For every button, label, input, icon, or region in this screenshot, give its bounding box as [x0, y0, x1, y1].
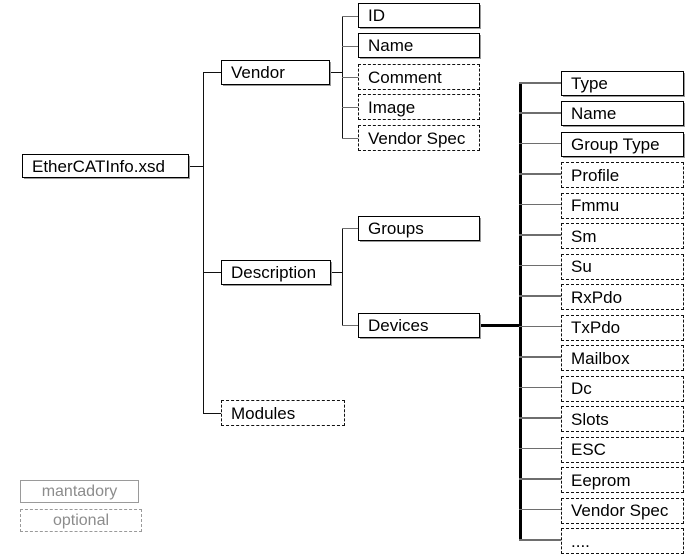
node-device-txpdo[interactable]: TxPdo: [561, 314, 684, 341]
node-device-sm[interactable]: Sm: [561, 223, 684, 249]
connector-devices-child-4: [519, 203, 563, 206]
connector-vendor-child-2: [341, 76, 359, 79]
connector-devices-child-13: [519, 478, 563, 480]
node-label: ESC: [571, 440, 606, 459]
connector-devices-child-12: [519, 447, 563, 450]
connector-devices-stub: [480, 323, 522, 327]
node-label: Type: [571, 74, 608, 93]
connector-devices-child-15: [519, 539, 563, 541]
node-label: EtherCATInfo.xsd: [32, 156, 165, 176]
node-device-type[interactable]: Type: [561, 71, 684, 96]
node-device-su[interactable]: Su: [561, 253, 684, 280]
connector-root-stub: [188, 165, 204, 168]
connector-trunk-to-vendor: [202, 71, 222, 74]
node-device-fmmu[interactable]: Fmmu: [561, 192, 684, 219]
connector-trunk-to-modules: [202, 412, 222, 415]
legend-label: optional: [52, 511, 110, 529]
node-vendor-comment[interactable]: Comment: [358, 64, 480, 90]
connector-devices-child-9: [519, 356, 563, 358]
node-label: Modules: [231, 403, 296, 423]
node-label: ID: [368, 6, 385, 25]
connector-devices-child-3: [519, 173, 563, 175]
node-device-esc[interactable]: ESC: [561, 436, 684, 463]
node-modules[interactable]: Modules: [221, 400, 345, 426]
node-label: Group Type: [571, 134, 660, 154]
node-label: Slots: [571, 409, 609, 429]
connector-devices-child-6: [519, 264, 563, 267]
connector-devices-child-1: [519, 112, 563, 114]
node-device-name[interactable]: Name: [561, 101, 684, 126]
node-label: Name: [571, 104, 617, 123]
node-label: TxPdo: [571, 318, 621, 337]
node-label: ....: [571, 531, 590, 551]
node-label: Vendor Spec: [571, 501, 669, 520]
node-vendor[interactable]: Vendor: [221, 60, 330, 85]
node-label: Devices: [368, 316, 429, 335]
node-device-profile[interactable]: Profile: [561, 162, 684, 188]
node-label: Sm: [571, 226, 597, 246]
connector-devices-child-10: [519, 386, 563, 389]
connector-devices-child-0: [519, 82, 563, 84]
connector-vendor-child-3: [341, 106, 359, 109]
legend-optional: optional: [20, 509, 142, 532]
connector-vendor-child-1: [341, 45, 359, 48]
node-label: Name: [368, 36, 414, 55]
connector-devices-trunk: [519, 82, 522, 541]
node-device-slots[interactable]: Slots: [561, 406, 684, 432]
connector-description-child-groups: [341, 227, 359, 230]
node-label: RxPdo: [571, 287, 623, 307]
node-label: Profile: [571, 165, 620, 185]
node-device-vendor-spec[interactable]: Vendor Spec: [561, 497, 684, 524]
node-label: Mailbox: [571, 348, 630, 368]
node-label: Eeprom: [571, 470, 631, 490]
connector-vendor-child-0: [341, 15, 359, 18]
node-label: Image: [368, 97, 416, 117]
connector-vendor-child-4: [341, 137, 359, 140]
connector-trunk-to-description: [202, 271, 222, 274]
node-label: Description: [231, 263, 317, 282]
connector-devices-child-5: [519, 234, 563, 236]
legend-mandatory: mantadory: [20, 480, 139, 503]
node-device-group-type[interactable]: Group Type: [561, 131, 684, 157]
node-device-eeprom[interactable]: Eeprom: [561, 467, 684, 493]
node-label: Vendor: [231, 63, 285, 82]
connector-description-child-devices: [341, 324, 359, 327]
connector-devices-child-11: [519, 417, 563, 419]
connector-description-stub: [330, 271, 343, 274]
connector-devices-child-8: [519, 325, 563, 328]
legend-label: mantadory: [41, 482, 118, 500]
node-description[interactable]: Description: [221, 260, 331, 285]
node-devices[interactable]: Devices: [358, 313, 480, 338]
node-label: Vendor Spec: [368, 128, 466, 148]
node-vendor-image[interactable]: Image: [358, 94, 480, 120]
connector-devices-child-14: [519, 508, 563, 511]
node-device-mailbox[interactable]: Mailbox: [561, 345, 684, 371]
node-vendor-id[interactable]: ID: [358, 3, 480, 28]
connector-vendor-stub: [329, 71, 343, 74]
node-vendor-vendor-spec[interactable]: Vendor Spec: [358, 125, 480, 151]
node-device-rxpdo[interactable]: RxPdo: [561, 284, 684, 310]
node-groups[interactable]: Groups: [358, 216, 480, 241]
node-device-dc[interactable]: Dc: [561, 375, 684, 402]
connector-devices-child-2: [519, 142, 563, 145]
connector-level1-trunk: [202, 72, 205, 414]
node-label: Su: [571, 257, 592, 276]
node-root[interactable]: EtherCATInfo.xsd: [22, 154, 189, 178]
node-label: Dc: [571, 379, 592, 398]
connector-description-trunk: [341, 228, 344, 325]
node-label: Fmmu: [571, 196, 620, 215]
node-device-more[interactable]: ....: [561, 528, 684, 554]
connector-devices-child-7: [519, 295, 563, 297]
node-vendor-name[interactable]: Name: [358, 33, 480, 58]
node-label: Groups: [368, 219, 424, 238]
node-label: Comment: [368, 67, 442, 87]
